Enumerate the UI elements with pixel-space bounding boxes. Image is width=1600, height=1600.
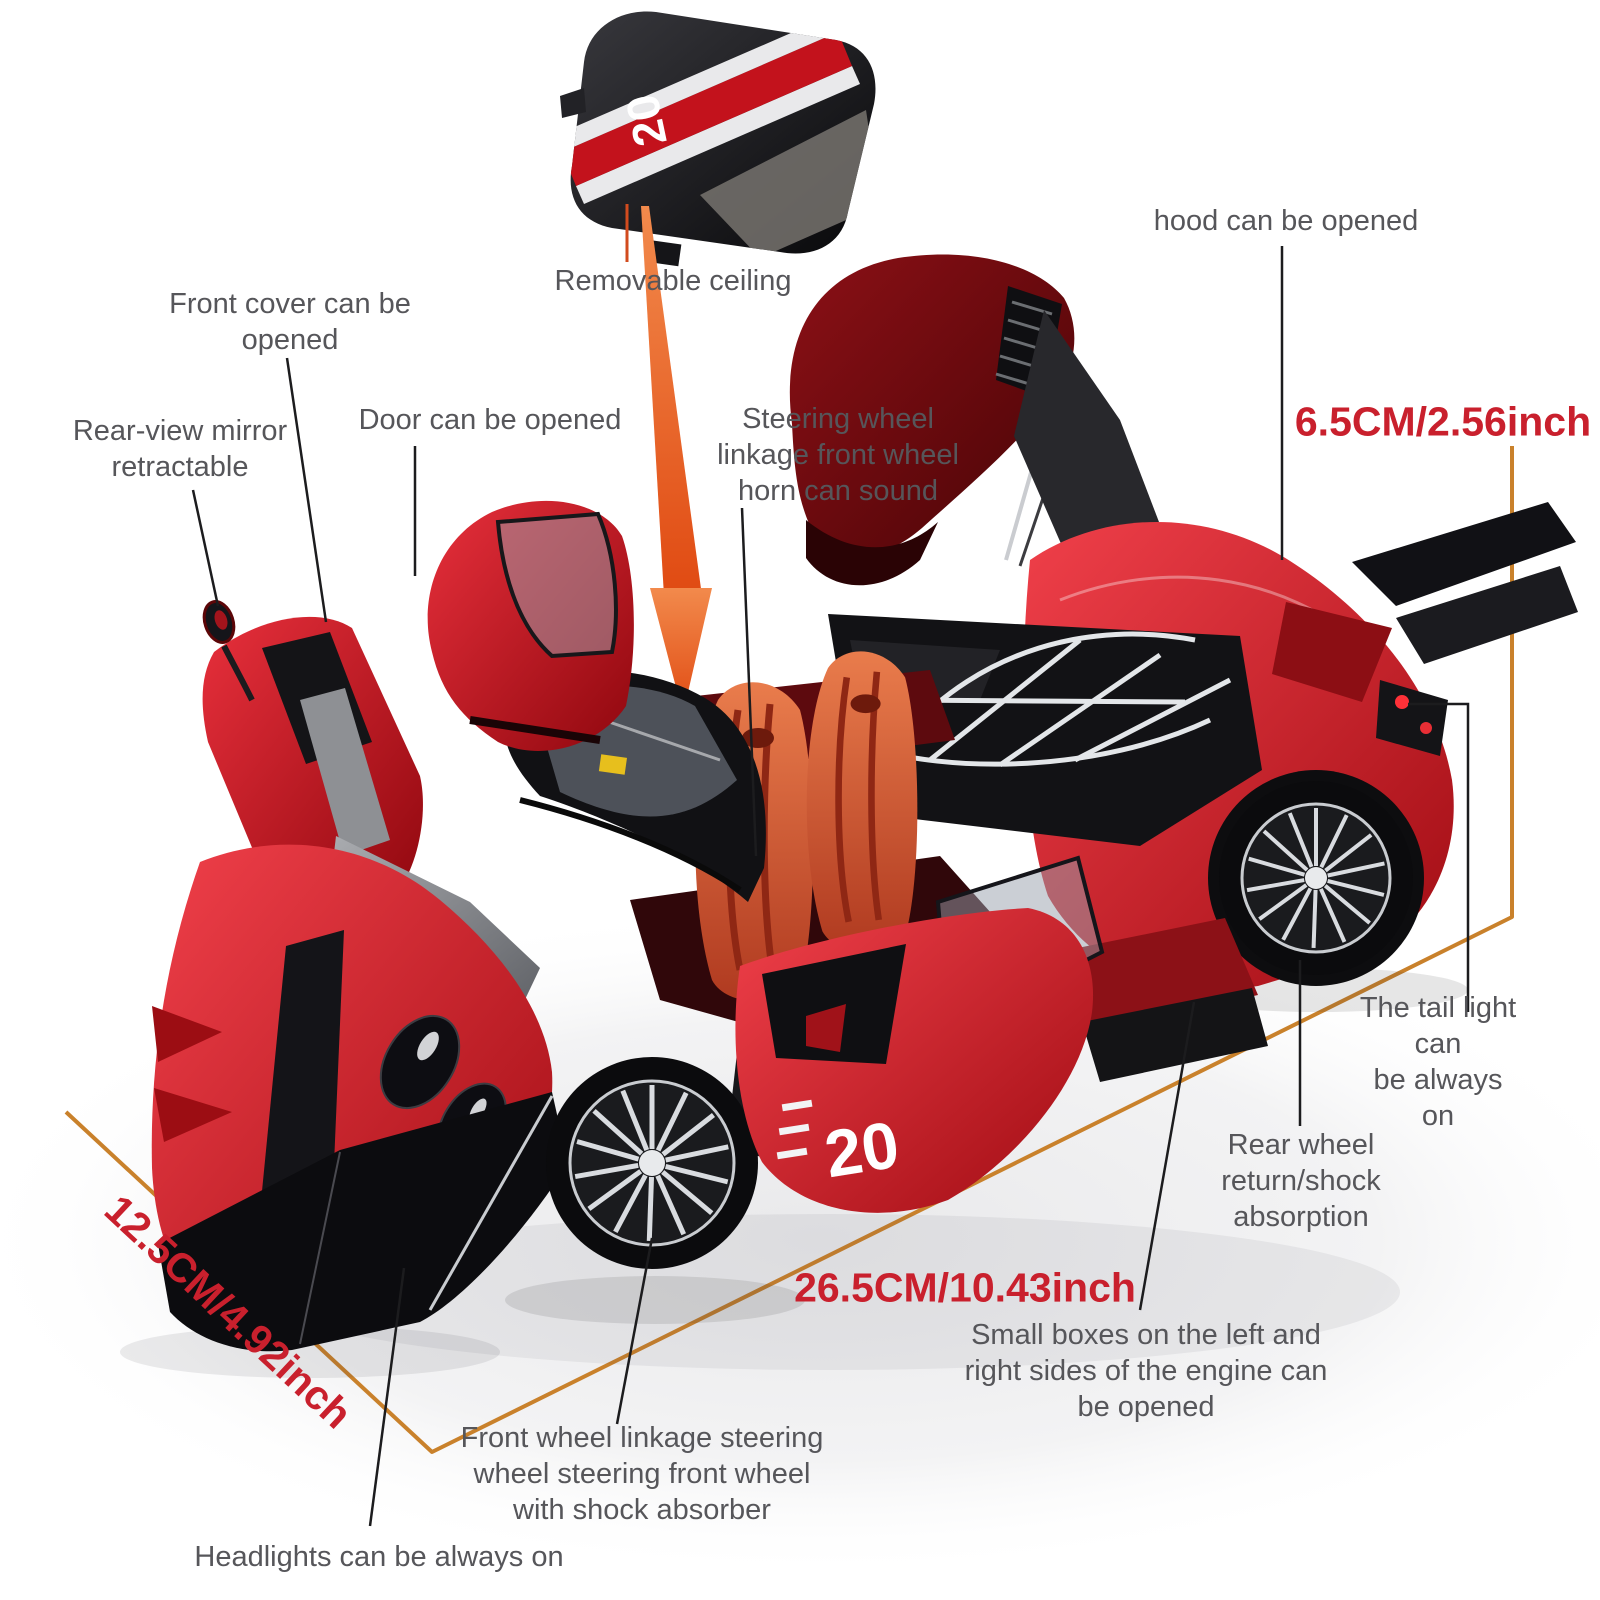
label-rear-wheel: Rear wheel return/shock absorption — [1221, 1129, 1381, 1233]
engine-bay — [828, 614, 1262, 846]
tail-light — [1395, 695, 1409, 709]
label-rear-view-mirror: Rear-view mirror retractable — [72, 415, 288, 483]
label-headlights: Headlights can be always on — [194, 1541, 564, 1573]
front-wheel — [546, 1057, 758, 1269]
canard-upper — [152, 1006, 222, 1062]
label-steering: Steering wheel linkage front wheel horn … — [717, 403, 959, 507]
label-hood: hood can be opened — [1153, 205, 1419, 237]
front-cover-open — [202, 616, 423, 913]
car-nose — [151, 844, 568, 1352]
steering-leader — [740, 507, 758, 857]
front-cover-leader — [285, 357, 328, 623]
label-small-boxes: Small boxes on the left and right sides … — [964, 1319, 1328, 1423]
label-tail-light: The tail light can be always on — [1359, 992, 1517, 1132]
right-door-open: 20 — [735, 855, 1105, 1213]
small-boxes-leader — [1138, 1001, 1196, 1311]
label-door: Door can be opened — [358, 404, 622, 436]
rear-wheel — [1219, 781, 1413, 975]
down-arrow-icon — [641, 206, 712, 714]
dimension-length: 26.5CM/10.43inch — [794, 1264, 1136, 1311]
rear-spoiler — [1272, 502, 1578, 756]
car-shadow — [260, 1214, 1400, 1370]
front-wheel-leader — [615, 1237, 654, 1425]
left-door-open — [427, 500, 634, 751]
tail-light-2 — [1420, 722, 1432, 734]
engine-side-boxes — [1058, 918, 1268, 1082]
car-hood-open — [789, 254, 1075, 586]
tail-light-leader — [1408, 702, 1470, 1012]
dimension-height: 6.5CM/2.56inch — [1294, 398, 1592, 445]
rear-view-mirror — [202, 600, 255, 702]
label-front-wheel: Front wheel linkage steering wheel steer… — [460, 1422, 824, 1526]
headlights-leader — [368, 1267, 406, 1527]
headlight-left — [379, 1014, 461, 1110]
removable-ceiling-part: 20 — [560, 11, 876, 267]
label-front-cover: Front cover can be opened — [169, 288, 411, 356]
passenger-seat — [806, 651, 918, 951]
door-number: 20 — [820, 1107, 904, 1192]
front-splitter — [158, 1092, 568, 1352]
leader-lines — [191, 246, 1470, 1527]
rear-view-mirror-leader — [191, 489, 220, 607]
front-wheel-shadow — [505, 1276, 805, 1324]
ceiling-number: 20 — [615, 90, 677, 151]
label-removable-ceiling: Removable ceiling — [554, 265, 792, 297]
windshield-sticker — [598, 754, 627, 775]
engine-roll-cage — [859, 631, 1232, 768]
rear-cowl — [1014, 310, 1172, 556]
canard-lower — [154, 1088, 232, 1142]
